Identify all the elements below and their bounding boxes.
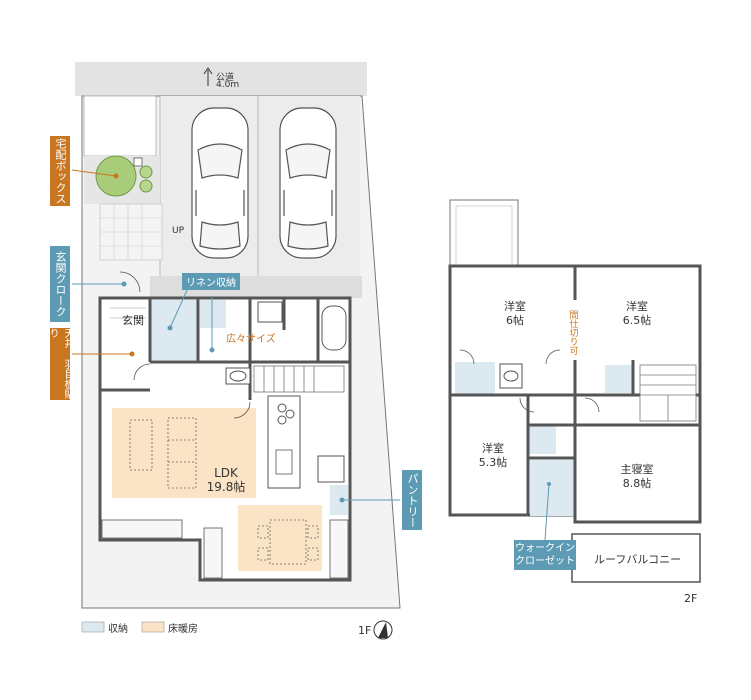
callout-partition: 間仕切り可 [567,309,578,355]
floor-plan-2f [448,199,702,583]
legend-heating-label: 床暖房 [168,624,198,635]
ldk-name: LDK [214,466,238,480]
western3-size: 5.3帖 [478,456,508,469]
master-size: 8.8帖 [622,477,652,490]
ldk-size: 19.8帖 [206,480,246,494]
room-master: 主寝室 8.8帖 [612,463,662,491]
callout-entrance-cloak: 玄関クローク [50,246,70,322]
roof-balcony-label: ルーフバルコニー [594,553,682,566]
western1-size: 6帖 [506,314,524,327]
western1-name: 洋室 [504,300,526,313]
legend-storage-swatch [81,621,105,633]
site-1f [71,67,401,640]
road-width: 4.0m [216,80,240,90]
callout-linen: リネン収納 [182,273,240,290]
room-western-1: 洋室 6帖 [490,300,540,328]
floor-1f-label: 1F [358,624,372,637]
western2-name: 洋室 [626,300,648,313]
entrance-label: 玄関 [122,314,144,327]
western3-name: 洋室 [482,442,504,455]
legend-heating-swatch [141,621,165,633]
legend-storage-label: 収納 [108,624,128,635]
car-right-icon [279,107,337,259]
room-western-2: 洋室 6.5帖 [612,300,662,328]
road-label: 公道 [216,73,235,83]
callout-pantry: パントリー [402,470,422,530]
walkin-line2: クローゼット [515,556,575,567]
callout-wide-size: 広々サイズ [226,334,276,345]
callout-delivery-box: 宅配ボックス [50,136,70,206]
stair-up-label: UP [172,226,185,236]
floor-2f-label: 2F [684,592,698,605]
room-western-3: 洋室 5.3帖 [468,442,518,470]
walkin-line1: ウォークイン [515,543,575,554]
western2-size: 6.5帖 [622,314,652,327]
callout-walkin-closet: ウォークイン クローゼット [514,540,576,570]
public-road [75,62,367,96]
north-arrow-icon [373,620,393,640]
car-left-icon [191,107,249,259]
master-name: 主寝室 [620,463,654,476]
callout-ceiling: 天井 羽目板貼り [47,328,73,400]
ldk-label: LDK 19.8帖 [196,466,256,494]
